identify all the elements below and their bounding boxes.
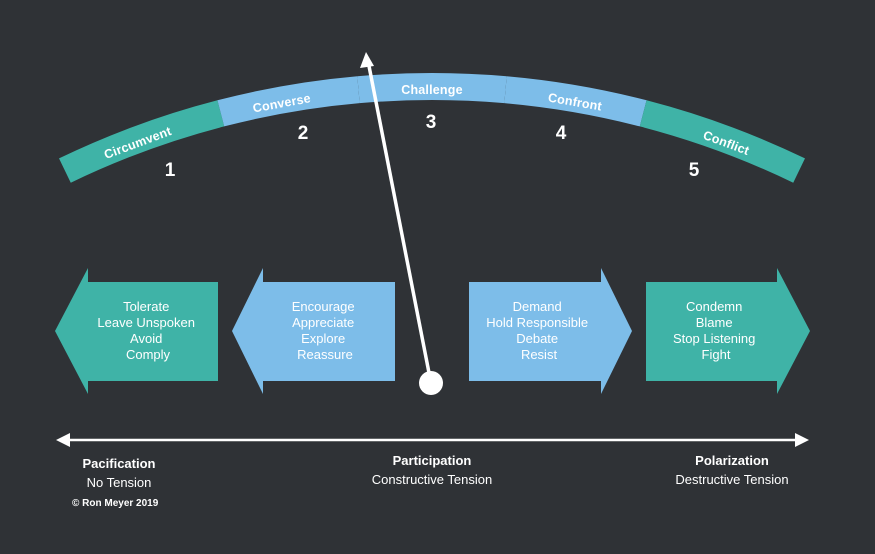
arrow-box-text: Condemn Blame Stop Listening Fight: [673, 299, 759, 362]
arrow-box-line: Fight: [702, 347, 731, 362]
arrow-box-line: Tolerate: [123, 299, 169, 314]
arrow-box-line: Explore: [301, 331, 345, 346]
needle-pivot: [419, 371, 443, 395]
arrow-box-text: Tolerate Leave Unspoken Avoid Comply: [97, 299, 198, 362]
arc-number-5: 5: [689, 160, 700, 181]
arrow-box-line: Reassure: [297, 347, 353, 362]
needle-tip: [360, 52, 374, 68]
arc-label-challenge: Challenge: [401, 83, 463, 97]
axis-left-arrowhead: [56, 433, 70, 447]
participation-title: Participation: [393, 453, 472, 468]
needle-pointer-icon: [360, 52, 443, 395]
arrow-box-line: Hold Responsible: [486, 315, 588, 330]
needle-line: [367, 65, 433, 384]
left-arrow-shape: [232, 268, 395, 394]
arc-segment-challenge: [357, 73, 507, 104]
arc-number-1: 1: [165, 160, 176, 181]
tension-axis: [56, 433, 809, 447]
arc-number-2: 2: [298, 123, 309, 144]
participation-subtitle: Constructive Tension: [372, 472, 492, 487]
arrow-box-text: Encourage Appreciate Explore Reassure: [292, 299, 359, 362]
arrow-box-line: Comply: [126, 347, 171, 362]
arrow-box-line: Debate: [516, 331, 558, 346]
axis-right-arrowhead: [795, 433, 809, 447]
polarization-subtitle: Destructive Tension: [675, 472, 788, 487]
arc-segment-confront: [504, 76, 647, 127]
arrow-box-line: Demand: [513, 299, 562, 314]
arrow-box-line: Condemn: [686, 299, 742, 314]
pacification-title: Pacification: [83, 456, 156, 471]
polarization-title: Polarization: [695, 453, 769, 468]
left-arrow-shape: [55, 268, 218, 394]
right-arrow-shape: [469, 268, 632, 394]
right-arrow-shape: [646, 268, 810, 394]
arc-segment-circumvent: [59, 100, 225, 183]
arc-number-4: 4: [556, 123, 567, 144]
arrow-box-line: Avoid: [130, 331, 162, 346]
arrow-box-line: Stop Listening: [673, 331, 755, 346]
arc-segment-conflict: [639, 100, 805, 183]
pacification-subtitle: No Tension: [87, 475, 152, 490]
arrow-box-line: Resist: [521, 347, 558, 362]
arrow-box-line: Leave Unspoken: [97, 315, 195, 330]
arrow-box-line: Appreciate: [292, 315, 354, 330]
copyright-notice: © Ron Meyer 2019: [72, 498, 159, 509]
arrow-box-line: Blame: [696, 315, 733, 330]
arrow-box-demand: Demand Hold Responsible Debate Resist: [469, 268, 632, 394]
arc-number-3: 3: [426, 112, 437, 133]
arrow-box-tolerate: Tolerate Leave Unspoken Avoid Comply: [55, 268, 218, 394]
arc-segment-converse: [217, 76, 360, 127]
arrow-box-condemn: Condemn Blame Stop Listening Fight: [646, 268, 810, 394]
arrow-box-line: Encourage: [292, 299, 355, 314]
arrow-box-encourage: Encourage Appreciate Explore Reassure: [232, 268, 395, 394]
arrow-box-text: Demand Hold Responsible Debate Resist: [486, 299, 592, 362]
